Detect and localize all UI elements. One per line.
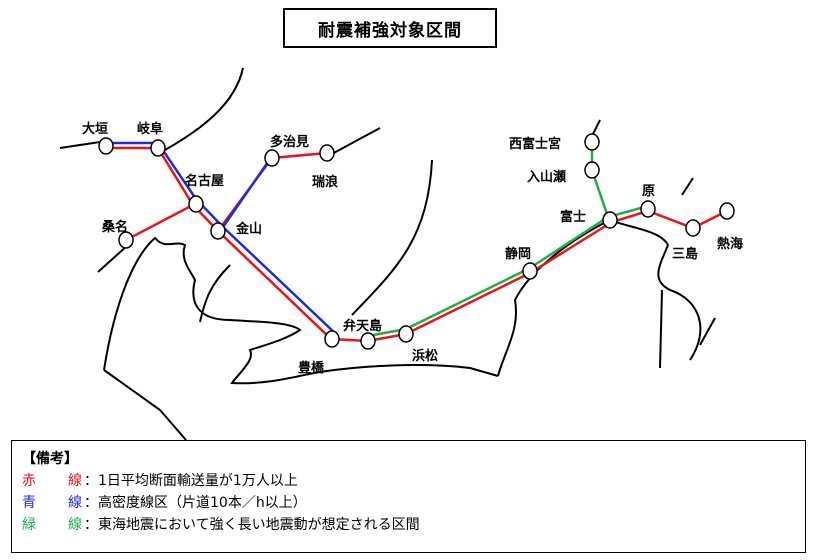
station-marker-nagoya (188, 195, 204, 213)
legend-key-red-char1: 赤 (22, 473, 36, 489)
note-row-green: 緑 線 ：東海地震において強く長い地震動が想定される区間 (22, 514, 795, 536)
station-label-toyohashi: 豊橋 (298, 360, 325, 376)
station-label-nishifujinomiya: 西富士宮 (509, 136, 561, 152)
coastline (59, 67, 716, 440)
legend-key-green-char2: 線 (68, 517, 82, 533)
station-label-ogaki: 大垣 (82, 121, 108, 137)
station-marker-hara (640, 200, 656, 218)
station-marker-hamamatsu (398, 325, 414, 343)
station-label-mishima: 三島 (672, 246, 698, 262)
station-label-tajimi: 多治見 (270, 134, 309, 150)
station-marker-kuwana (118, 231, 134, 249)
legend-key-green-char1: 緑 (22, 517, 36, 533)
station-label-bentenjima: 弁天島 (343, 318, 382, 334)
legend-text-blue: ：高密度線区（片道10本／h以上） (84, 495, 307, 511)
station-marker-shizuoka (522, 262, 538, 280)
station-label-gifu: 岐阜 (137, 121, 163, 137)
station-markers (98, 133, 735, 350)
legend-key-red: 赤 線 (22, 470, 82, 492)
station-marker-kanayama (210, 222, 226, 240)
station-label-nagoya: 名古屋 (185, 173, 224, 189)
station-label-kanayama: 金山 (235, 221, 262, 237)
station-label-hara: 原 (642, 184, 655, 199)
station-label-kuwana: 桑名 (101, 219, 128, 235)
station-marker-ogaki (98, 137, 114, 155)
station-label-hamamatsu: 浜松 (412, 348, 438, 364)
legend-key-red-char2: 線 (68, 473, 82, 489)
station-marker-iriyamase (584, 161, 600, 179)
legend-key-blue-char1: 青 (22, 495, 36, 511)
station-marker-tajimi (264, 149, 280, 167)
rail-map: 大垣 岐阜 多治見 瑞浪 名古屋 金山 桑名 豊橋 弁天島 浜松 静岡 西富士宮… (59, 67, 743, 440)
map-title: 耐震補強対象区間 (283, 8, 497, 48)
note-row-blue: 青 線 ：高密度線区（片道10本／h以上） (22, 492, 795, 514)
legend-key-green: 緑 線 (22, 514, 82, 536)
station-marker-fuji (602, 211, 618, 229)
note-row-red: 赤 線 ：1日平均断面輸送量が1万人以上 (22, 470, 795, 492)
green-lines (367, 142, 649, 338)
station-label-shizuoka: 静岡 (505, 246, 531, 262)
station-labels: 大垣 岐阜 多治見 瑞浪 名古屋 金山 桑名 豊橋 弁天島 浜松 静岡 西富士宮… (82, 121, 743, 376)
legend-key-blue-char2: 線 (68, 495, 82, 511)
legend-text-red: ：1日平均断面輸送量が1万人以上 (84, 473, 298, 489)
station-label-fuji: 富士 (560, 209, 586, 225)
station-marker-toyohashi (324, 330, 340, 348)
legend-key-blue: 青 線 (22, 492, 82, 514)
station-label-iriyamase: 入山瀬 (527, 169, 566, 185)
legend-text-green: ：東海地震において強く長い地震動が想定される区間 (84, 517, 420, 533)
station-marker-nishifujinomiya (584, 133, 600, 151)
notes-heading: 【備考】 (22, 451, 78, 467)
station-marker-mizunami (319, 144, 335, 162)
station-marker-bentenjima (360, 332, 376, 350)
notes-box: 【備考】 赤 線 ：1日平均断面輸送量が1万人以上 青 線 ：高密度線区（片道1… (11, 440, 806, 553)
station-marker-atami (719, 202, 735, 220)
station-marker-mishima (685, 219, 701, 237)
station-label-atami: 熱海 (717, 236, 743, 252)
station-marker-gifu (150, 139, 166, 157)
station-label-mizunami: 瑞浪 (312, 174, 338, 190)
